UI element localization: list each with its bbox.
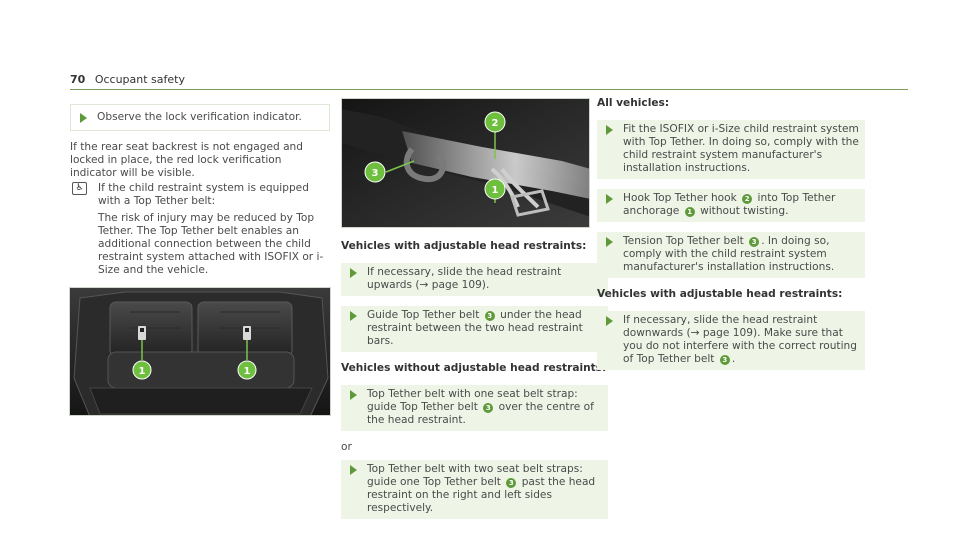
step-arrow-icon bbox=[350, 390, 357, 400]
step-arrow-icon bbox=[350, 268, 357, 278]
heading-all-vehicles: All vehicles: bbox=[597, 97, 670, 109]
instruction-step: Hook Top Tether hook 2 into Top Tether a… bbox=[597, 189, 865, 222]
instruction-step: Fit the ISOFIX or i-Size child restraint… bbox=[597, 120, 865, 179]
callout-badge: 3 bbox=[719, 355, 730, 365]
step-text: past the head restraint on the right and… bbox=[367, 476, 596, 514]
step-text: without twisting. bbox=[700, 205, 789, 217]
column-right: All vehicles: Fit the ISOFIX or i-Size c… bbox=[597, 97, 865, 380]
heading-without: Vehicles without adjustable head restrai… bbox=[341, 362, 607, 374]
cargo-seat-illustration: 1 1 bbox=[70, 288, 330, 415]
header-divider bbox=[70, 89, 908, 90]
note-body: The risk of injury may be reduced by Top… bbox=[98, 212, 324, 276]
top-tether-photo: 2 3 1 bbox=[341, 98, 590, 228]
step-text: into Top Tether anchorage bbox=[623, 192, 836, 217]
callout-badge: 1 bbox=[684, 207, 695, 217]
callout-badge: 2 bbox=[742, 194, 753, 204]
step-arrow-icon bbox=[606, 194, 613, 204]
instruction-step: Top Tether belt with two seat belt strap… bbox=[341, 460, 608, 519]
column-left: Observe the lock verification indicator.… bbox=[70, 104, 330, 277]
step-arrow-icon bbox=[80, 113, 87, 123]
instruction-step: Guide Top Tether belt 3 under the head r… bbox=[341, 306, 608, 352]
instruction-step: Observe the lock verification indicator. bbox=[70, 104, 330, 131]
callout-3: 3 bbox=[372, 168, 379, 179]
callout-1: 1 bbox=[492, 185, 499, 196]
step-arrow-icon bbox=[606, 237, 613, 247]
callout-2: 2 bbox=[492, 118, 499, 129]
step-arrow-icon bbox=[606, 125, 613, 135]
instruction-step: If necessary, slide the head restraint u… bbox=[341, 263, 608, 296]
heading-adjustable-2: Vehicles with adjustable head restraints… bbox=[597, 288, 843, 300]
child-seat-icon: ♿ bbox=[72, 182, 87, 195]
page-reference-link[interactable]: → page 109). bbox=[419, 279, 490, 291]
step-arrow-icon bbox=[606, 316, 613, 326]
page-header: 70 Occupant safety bbox=[70, 73, 185, 86]
step-text: Observe the lock verification indicator. bbox=[97, 111, 302, 123]
step-text: over the centre of the head restraint. bbox=[367, 401, 594, 426]
instruction-step: If necessary, slide the head restraint d… bbox=[597, 311, 865, 370]
cargo-seat-photo: 1 1 bbox=[69, 287, 331, 416]
step-text: Tension Top Tether belt bbox=[623, 235, 744, 247]
step-text: If necessary, slide the head restraint d… bbox=[623, 314, 818, 339]
step-text: . bbox=[731, 353, 736, 365]
instruction-step: Tension Top Tether belt 3. In doing so, … bbox=[597, 232, 865, 278]
step-text: Hook Top Tether hook bbox=[623, 192, 737, 204]
child-seat-note: ♿ If the child restraint system is equip… bbox=[70, 182, 330, 277]
step-text: Guide Top Tether belt bbox=[367, 309, 480, 321]
top-tether-illustration: 2 3 1 bbox=[342, 99, 589, 227]
step-text: Fit the ISOFIX or i-Size child restraint… bbox=[623, 123, 859, 174]
step-arrow-icon bbox=[350, 465, 357, 475]
step-text: If necessary, slide the head restraint u… bbox=[367, 266, 562, 291]
body-paragraph: If the rear seat backrest is not engaged… bbox=[70, 141, 303, 179]
callout-badge: 3 bbox=[506, 478, 517, 488]
callout-badge: 3 bbox=[749, 237, 760, 247]
page-number: 70 bbox=[70, 73, 86, 86]
callout-badge: 3 bbox=[483, 403, 494, 413]
column-middle: Vehicles with adjustable head restraints… bbox=[341, 240, 608, 529]
callout-1-left: 1 bbox=[139, 366, 146, 377]
note-text: If the child restraint system is equippe… bbox=[98, 182, 309, 207]
heading-adjustable: Vehicles with adjustable head restraints… bbox=[341, 240, 587, 252]
step-arrow-icon bbox=[350, 311, 357, 321]
step-text: Top Tether belt with two seat belt strap… bbox=[367, 463, 583, 488]
section-title: Occupant safety bbox=[94, 73, 185, 86]
step-text: Top Tether belt with one seat belt strap… bbox=[367, 388, 578, 413]
callout-badge: 3 bbox=[484, 311, 495, 321]
instruction-step: Top Tether belt with one seat belt strap… bbox=[341, 385, 608, 431]
page-reference-link[interactable]: → page 109). Make sure that you do not i… bbox=[623, 327, 857, 365]
step-text: . In doing so, comply with the child res… bbox=[623, 235, 835, 273]
step-text: under the head restraint between the two… bbox=[367, 309, 583, 347]
or-text: or bbox=[341, 441, 352, 453]
callout-1-right: 1 bbox=[244, 366, 251, 377]
